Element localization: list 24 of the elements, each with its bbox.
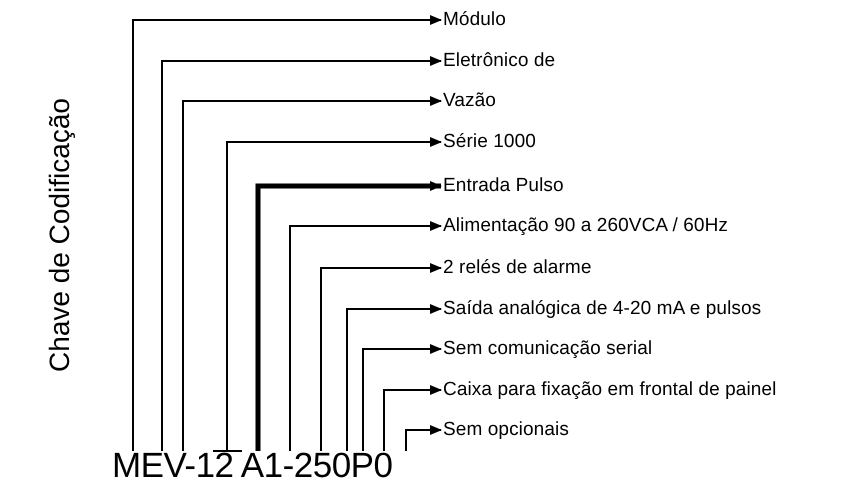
leader-line bbox=[346, 304, 442, 451]
option-description: Alimentação 90 a 260VCA / 60Hz bbox=[443, 215, 728, 237]
option-description: Caixa para fixação em frontal de painel bbox=[443, 379, 776, 401]
leader-line bbox=[362, 344, 442, 451]
option-description: Módulo bbox=[443, 9, 506, 31]
leader-line bbox=[256, 181, 442, 451]
leader-line bbox=[161, 56, 442, 451]
option-description: Entrada Pulso bbox=[443, 175, 564, 197]
option-description: Saída analógica de 4-20 mA e pulsos bbox=[443, 298, 762, 320]
leader-line bbox=[132, 15, 442, 451]
option-description: Sem comunicação serial bbox=[443, 338, 652, 360]
option-description: 2 relés de alarme bbox=[443, 257, 592, 279]
leader-line bbox=[405, 425, 442, 451]
vertical-title: Chave de Codificação bbox=[44, 98, 76, 372]
leader-line bbox=[383, 385, 442, 451]
option-description: Sem opcionais bbox=[443, 419, 569, 441]
option-description: Série 1000 bbox=[443, 131, 536, 153]
option-description: Vazão bbox=[443, 90, 496, 112]
model-code: MEV-12 A1-250P0 bbox=[112, 448, 392, 484]
leader-line bbox=[182, 96, 442, 451]
leader-line bbox=[289, 221, 442, 451]
leader-line bbox=[213, 137, 442, 452]
leader-line bbox=[320, 263, 442, 451]
option-description: Eletrônico de bbox=[443, 50, 556, 72]
